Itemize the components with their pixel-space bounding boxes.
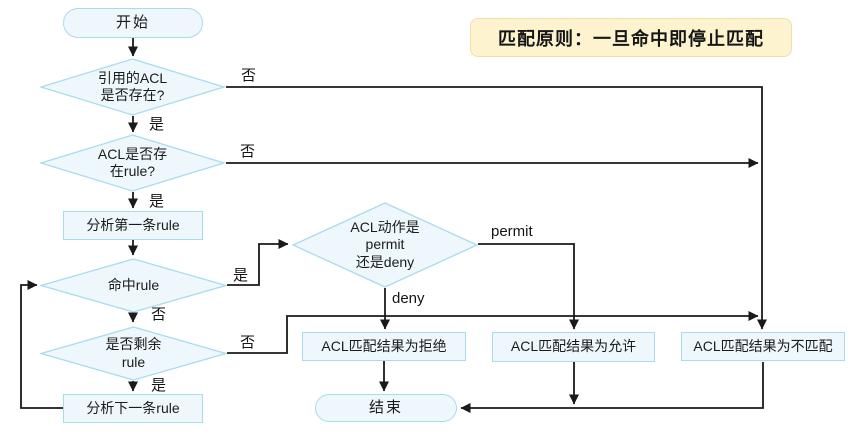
principle-banner-text: 匹配原则：一旦命中即停止匹配 [498, 28, 764, 49]
edge-nomatch-to-end [460, 362, 764, 413]
edge-label-deny: deny [392, 290, 425, 307]
node-label: 命中rule [107, 276, 160, 293]
node-label: 分析下一条rule [86, 399, 180, 416]
process-analyze-next-rule: 分析下一条rule [63, 394, 203, 423]
diamond-shape [292, 202, 478, 288]
edge-label-hit-no: 否 [151, 306, 167, 323]
process-analyze-first-rule: 分析第一条rule [63, 211, 203, 240]
node-label: 分析第一条rule [86, 216, 180, 233]
edge-next-rule-loop [20, 280, 63, 409]
node-label: ACL是否存在rule? [97, 145, 168, 180]
edge-label-permit: permit [491, 223, 533, 240]
edge-label-has-rule-no: 否 [240, 143, 256, 160]
principle-banner: 匹配原则：一旦命中即停止匹配 [470, 18, 792, 57]
result-permit-box: ACL匹配结果为允许 [492, 332, 655, 362]
start-node: 开始 [63, 8, 203, 38]
edge-label-remain-no: 否 [240, 334, 256, 351]
edge-label-hit-yes: 是 [233, 267, 249, 284]
decision-acl-has-rule: ACL是否存在rule? [40, 134, 225, 192]
node-label: 结束 [368, 398, 403, 416]
edge-action-permit [478, 243, 579, 330]
edge-label-remain-yes: 是 [151, 377, 167, 394]
diamond-shape [40, 134, 225, 192]
result-deny-box: ACL匹配结果为拒绝 [302, 332, 466, 361]
edge-label-has-rule-yes: 是 [149, 193, 165, 210]
node-label: ACL匹配结果为允许 [510, 338, 637, 355]
edge-remain-no [227, 311, 759, 354]
node-label: 开始 [115, 13, 150, 31]
node-label: ACL匹配结果为不匹配 [693, 337, 833, 354]
result-no-match-box: ACL匹配结果为不匹配 [681, 332, 845, 361]
diamond-shape [40, 58, 225, 116]
node-label: ACL匹配结果为拒绝 [321, 337, 447, 354]
edge-label-acl-exists-no: 否 [241, 67, 257, 84]
end-node: 结束 [315, 394, 457, 422]
edge-label-acl-exists-yes: 是 [149, 116, 165, 133]
diamond-shape [40, 326, 227, 381]
diamond-shape [40, 258, 227, 313]
edge-hit-yes-to-action [227, 239, 289, 286]
decision-hit-rule: 命中rule [40, 258, 227, 313]
edge-acl-exists-no-to-nomatch [226, 86, 767, 330]
